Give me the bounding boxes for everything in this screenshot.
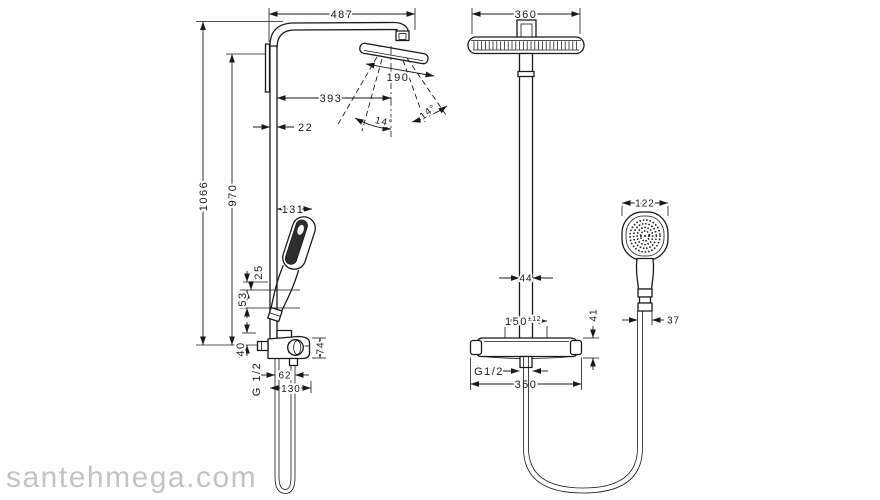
dim-valve-height: 41: [583, 306, 602, 370]
dim-connection-distance: 150±12: [503, 314, 548, 339]
watermark: santehmega.com: [6, 461, 257, 494]
svg-text:360: 360: [515, 9, 538, 21]
dim-valve-body-height: 74: [312, 337, 329, 359]
svg-text:53: 53: [237, 291, 249, 306]
inlet-thread-label: G 1/2: [251, 362, 263, 396]
outlet-thread: G1/2: [472, 364, 548, 380]
dim-hand-shower-reach: 131: [277, 202, 312, 218]
dim-head-center-offset: 393: [277, 91, 391, 107]
dim-total-height: 1066: [196, 21, 283, 346]
valve-front: [469, 337, 583, 369]
svg-text:74: 74: [316, 341, 327, 354]
hose-front: [523, 311, 643, 494]
side-view: 14° 14° 487 190 393 22: [196, 7, 448, 494]
svg-text:41: 41: [589, 308, 600, 321]
svg-text:190: 190: [387, 72, 410, 84]
riser-pipe-front: [517, 52, 535, 341]
hand-shower-front: [621, 211, 669, 312]
dim-valve-width: 350: [470, 357, 582, 393]
overhead-shower-front: [467, 19, 585, 55]
svg-text:150±12: 150±12: [505, 316, 541, 328]
svg-text:1066: 1066: [198, 181, 210, 211]
svg-text:62: 62: [278, 371, 291, 382]
svg-text:40: 40: [235, 341, 247, 356]
svg-text:970: 970: [227, 184, 239, 207]
dim-arm-reach: 487: [268, 7, 416, 42]
svg-text:487: 487: [331, 9, 354, 21]
dim-pipe-width-side: 22: [253, 120, 314, 136]
svg-text:44: 44: [519, 274, 532, 285]
dim-pipe-width-front: 44: [499, 272, 553, 287]
spray-cone: 14° 14°: [336, 46, 448, 137]
svg-text:393: 393: [320, 93, 343, 105]
dim-spray-angle-left: 14°: [374, 115, 394, 130]
head-face-hatch: [473, 41, 577, 50]
svg-text:350: 350: [515, 379, 538, 391]
svg-text:22: 22: [298, 122, 313, 134]
dim-head-width: 360: [471, 7, 581, 34]
valve-side: [256, 329, 311, 367]
dim-column-height: 970: [225, 53, 266, 345]
dim-handle-width: 37: [622, 310, 681, 329]
overhead-shower-side: [359, 42, 429, 65]
dim-valve-depth: 130: [270, 381, 312, 397]
hose-side: [274, 359, 296, 494]
hand-shower-side: [267, 216, 316, 323]
svg-text:25: 25: [253, 264, 265, 279]
dim-inlet-offset: 40 G 1/2: [233, 322, 265, 398]
svg-text:122: 122: [635, 199, 655, 210]
shower-arm: [269, 21, 410, 49]
dim-hose-bundle: 62: [261, 369, 309, 384]
svg-text:131: 131: [282, 204, 305, 216]
svg-text:130: 130: [281, 384, 301, 395]
dim-head-length: 190: [365, 62, 435, 86]
dim-hand-shower-width: 122: [621, 197, 669, 216]
dim-holder-offsets: 25 53: [235, 262, 300, 318]
front-view: 360 44 150±12: [467, 7, 681, 494]
svg-text:G1/2: G1/2: [474, 366, 504, 378]
svg-text:37: 37: [667, 316, 680, 327]
